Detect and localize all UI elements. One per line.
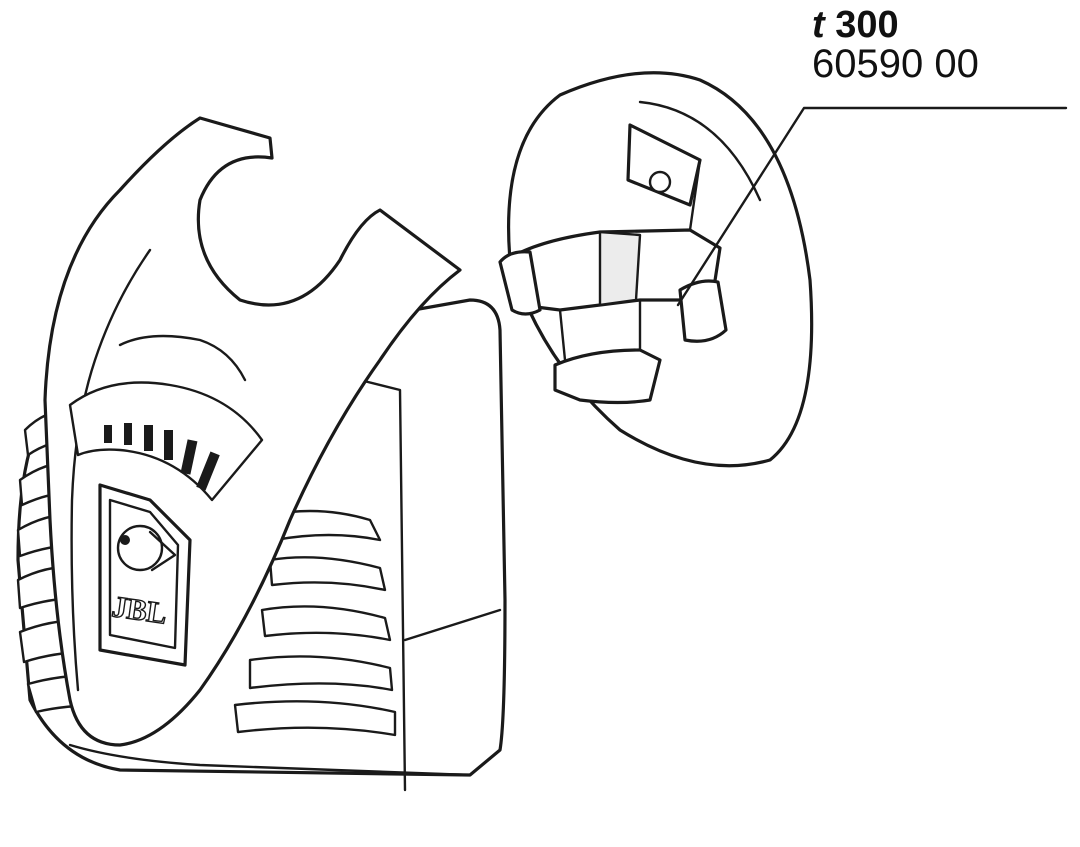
housing-clip-arch	[118, 334, 247, 382]
pump-housing: JBL	[16, 116, 507, 792]
housing-side-edge	[358, 378, 407, 792]
jbl-logo: JBL	[98, 483, 192, 667]
part-number: 60590 00	[812, 42, 979, 86]
suction-disc-rim	[638, 100, 762, 202]
disc-mount-bracket	[498, 123, 728, 405]
housing-base-line	[68, 743, 472, 777]
suction-disc-part	[498, 71, 814, 468]
housing-vent-slats-right	[233, 509, 397, 737]
model-prefix: t	[812, 4, 825, 46]
level-indicator-ticks	[104, 423, 220, 491]
model-number: 300	[835, 4, 899, 46]
housing-side-seam	[403, 608, 502, 642]
model-designation: t 300	[812, 6, 979, 44]
part-callout: t 300 60590 00	[812, 6, 979, 84]
callout-leader-line	[676, 106, 1068, 307]
